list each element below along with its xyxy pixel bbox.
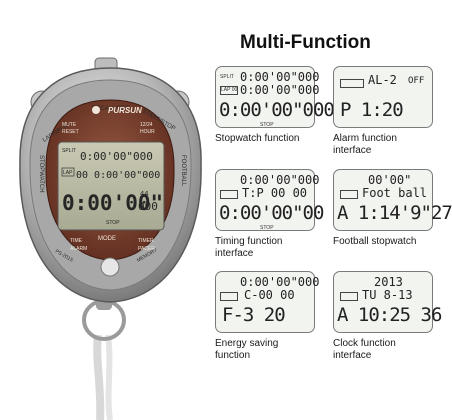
mode-card-football: 00'00" Foot ball A 1:14'9"27 Football st…	[333, 169, 452, 248]
lcd-split-value: 0:00'00"000	[80, 150, 153, 163]
time-label: TIME	[70, 238, 83, 244]
lcd-line-2: TU 8-13	[362, 288, 413, 302]
timer-label: TIMER	[138, 238, 154, 244]
hour-label: HOUR	[140, 129, 155, 135]
mode-caption: Alarm function interface	[333, 133, 397, 156]
mode-card-timing: 0:00'00"000 T:P 00 00 0:00'00"00 STOP Ti…	[215, 169, 324, 260]
split-label: SPLIT	[220, 74, 234, 80]
lcd-line-1: 0:00'00"000	[240, 275, 320, 289]
lcd-main-small: 44	[140, 190, 148, 198]
lcd-panel: AL-2 OFF P 1:20	[333, 66, 433, 128]
mode-caption: Clock function interface	[333, 338, 396, 361]
lcd-panel: 2013 TU 8-13 A 10:25 36	[333, 271, 442, 333]
runner-logo-icon	[92, 106, 100, 114]
lcd-screen	[57, 141, 165, 231]
mode-caption: Timing function interface	[215, 236, 283, 259]
lanyard	[93, 334, 105, 420]
lcd-split-label: SPLIT	[62, 148, 76, 154]
lcd-stop-label: STOP	[106, 220, 120, 226]
lap-label: LAP 00	[221, 87, 238, 93]
lcd-line-3: 0:00'00"000	[219, 99, 335, 121]
lcd-line-3: 0:00'00"00	[219, 202, 324, 224]
lcd-panel: 00'00" Foot ball A 1:14'9"27	[333, 169, 452, 231]
lcd-line-2: T:P 00 00	[242, 186, 308, 200]
mode-card-energy-saving: 0:00'00"000 C-00 00 F-3 20 Energy saving…	[215, 271, 319, 362]
lcd-main-value: 0:00'00"	[62, 191, 163, 215]
lcd-main-ms: 000	[138, 200, 158, 213]
lcd-line-1: AL-2	[368, 73, 397, 87]
mode-label: MODE	[98, 236, 116, 242]
stop-label: STOP	[260, 225, 274, 231]
mute-label: MUTE	[62, 122, 77, 128]
hour-mode-label: 12/24	[140, 122, 153, 128]
mode-card-alarm: AL-2 OFF P 1:20 Alarm function interface	[333, 66, 433, 157]
pacer-label: PACER	[138, 246, 155, 252]
lcd-line-3: F-3 20	[222, 304, 286, 326]
alarm-label: ALARM	[70, 246, 87, 252]
reset-label: RESET	[62, 129, 79, 135]
lcd-line-1: 0:00'00"000	[240, 173, 320, 187]
mode-card-stopwatch: SPLIT 0:00'00"000 LAP 00 0:00'00"000 0:0…	[215, 66, 335, 145]
recall-set-label: RECALL/SET	[92, 106, 129, 112]
stopwatch-illustration: LAP/SPLIT RECALL/SET START/STOP STOPWATC…	[19, 57, 202, 420]
lcd-panel: SPLIT 0:00'00"000 LAP 00 0:00'00"000 0:0…	[215, 66, 335, 128]
lcd-line-3: A 1:14'9"27	[337, 202, 452, 224]
mode-caption: Energy saving function	[215, 338, 279, 361]
lcd-line-2: 0:00'00"000	[240, 83, 320, 97]
brand-label: PURSUN	[108, 106, 142, 115]
lcd-line-2: C-00 00	[244, 288, 295, 302]
page-title: Multi-Function	[240, 32, 371, 53]
alarm-state: OFF	[408, 76, 425, 86]
lcd-line-3: A 10:25 36	[337, 304, 442, 326]
lcd-panel: 0:00'00"000 T:P 00 00 0:00'00"00 STOP	[215, 169, 324, 231]
lcd-line-1: 0:00'00"000	[240, 70, 320, 84]
lcd-lap-label: LAP	[63, 170, 73, 176]
lcd-line-1: 2013	[374, 275, 403, 289]
mode-card-clock: 2013 TU 8-13 A 10:25 36 Clock function i…	[333, 271, 442, 362]
lcd-line-3: P 1:20	[340, 99, 404, 121]
stopwatch-side-label: STOPWATCH	[38, 155, 44, 193]
lcd-lap-value: 00 0:00'00"000	[76, 170, 160, 181]
mode-button[interactable]	[100, 257, 120, 277]
stop-label: STOP	[260, 122, 274, 128]
lcd-panel: 0:00'00"000 C-00 00 F-3 20	[215, 271, 319, 333]
mode-caption: Stopwatch function	[215, 133, 300, 144]
lcd-line-1: 00'00"	[368, 173, 412, 187]
lcd-line-2: Foot ball	[362, 186, 428, 200]
football-side-label: FOOTBALL	[180, 155, 186, 187]
mode-caption: Football stopwatch	[333, 236, 417, 247]
